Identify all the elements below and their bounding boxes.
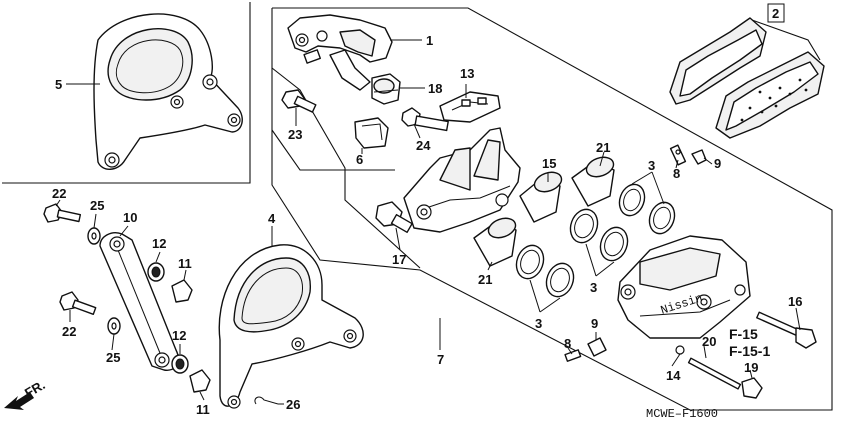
callout-12-upper: 12 — [152, 236, 166, 251]
callout-21-lower: 21 — [478, 272, 492, 287]
cap-part-9-lower — [587, 337, 607, 357]
callout-9-upper: 9 — [714, 156, 721, 171]
pin-part-16 — [756, 311, 817, 349]
link-part-10 — [99, 232, 180, 371]
callout-12-lower: 12 — [172, 328, 186, 343]
diagram-code: MCWE–F1600 — [646, 407, 718, 421]
callout-19: 19 — [744, 360, 758, 375]
bleeder-part-8-lower — [564, 349, 582, 362]
callout-11-lower: 11 — [196, 402, 210, 417]
plug-part-19 — [741, 377, 763, 399]
callout-23: 23 — [288, 127, 302, 142]
bracket-part-4 — [218, 244, 364, 409]
caliper-outer-body: Nissin — [617, 235, 751, 339]
bolt-part-22-lower — [59, 291, 97, 315]
callout-2-box — [767, 3, 785, 23]
ref-f15-1: F-15-1 — [729, 343, 770, 359]
pin-bolt-part-24 — [401, 107, 449, 132]
callout-3-lower: 3 — [535, 316, 542, 331]
bolt-part-23 — [281, 89, 317, 113]
callout-13: 13 — [460, 66, 474, 81]
cotter-pin-part-26 — [254, 396, 279, 405]
callout-24: 24 — [416, 138, 431, 153]
pad-spring-part-13 — [439, 91, 501, 123]
leader-lines — [55, 14, 801, 405]
washer-part-25-lower — [107, 317, 121, 335]
callout-17: 17 — [392, 252, 406, 267]
callout-18: 18 — [428, 81, 442, 96]
bolt-part-17 — [375, 201, 413, 234]
pin-part-20 — [687, 357, 742, 390]
callout-16: 16 — [788, 294, 802, 309]
callout-22-upper: 22 — [52, 186, 66, 201]
callout-10: 10 — [123, 210, 137, 225]
callout-25-lower: 25 — [106, 350, 120, 365]
washer-part-14 — [675, 345, 685, 355]
bushing-part-11-upper — [171, 279, 193, 303]
callout-15: 15 — [542, 156, 556, 171]
bushing-part-11-lower — [189, 369, 211, 393]
bleeder-part-8-upper — [669, 144, 687, 166]
callout-3-upper: 3 — [648, 158, 655, 173]
callout-21-upper: 21 — [596, 140, 610, 155]
section-references: F-15 F-15-1 — [729, 326, 770, 359]
ref-f15: F-15 — [729, 326, 758, 342]
callout-8-upper: 8 — [673, 166, 680, 181]
seal-part-12-lower — [171, 354, 189, 374]
callout-1: 1 — [426, 33, 433, 48]
cap-part-9-upper — [691, 149, 707, 165]
callout-4: 4 — [268, 211, 276, 226]
callout-6: 6 — [356, 152, 363, 167]
boot-part-18 — [371, 73, 401, 105]
callout-numbers: 1 2 3 3 3 4 5 6 7 8 8 9 9 10 11 11 12 12… — [52, 3, 802, 417]
callout-26: 26 — [286, 397, 300, 412]
callout-20: 20 — [702, 334, 716, 349]
callout-11-upper: 11 — [178, 256, 192, 271]
caliper-bracket-part-1 — [287, 14, 393, 91]
callout-2: 2 — [772, 6, 779, 21]
callout-3-middle: 3 — [590, 280, 597, 295]
callout-22-lower: 22 — [62, 324, 76, 339]
callout-9-lower: 9 — [591, 316, 598, 331]
seal-part-12-upper — [147, 262, 165, 282]
callout-14: 14 — [666, 368, 681, 383]
arrow-icon — [4, 392, 34, 410]
caliper-inner-half — [403, 127, 521, 233]
pistons-and-seals — [473, 156, 676, 298]
bracket-part-5 — [93, 13, 243, 170]
frame-lines — [2, 2, 833, 411]
callout-7: 7 — [437, 352, 444, 367]
washer-part-25-upper — [87, 227, 101, 245]
callout-25-upper: 25 — [90, 198, 104, 213]
callout-5: 5 — [55, 77, 62, 92]
front-direction-arrow: FR. — [4, 377, 48, 410]
callout-8-lower: 8 — [564, 336, 571, 351]
clip-part-6 — [354, 117, 389, 149]
bolt-part-22-upper — [43, 203, 82, 223]
brake-pads-part-2 — [669, 17, 825, 139]
